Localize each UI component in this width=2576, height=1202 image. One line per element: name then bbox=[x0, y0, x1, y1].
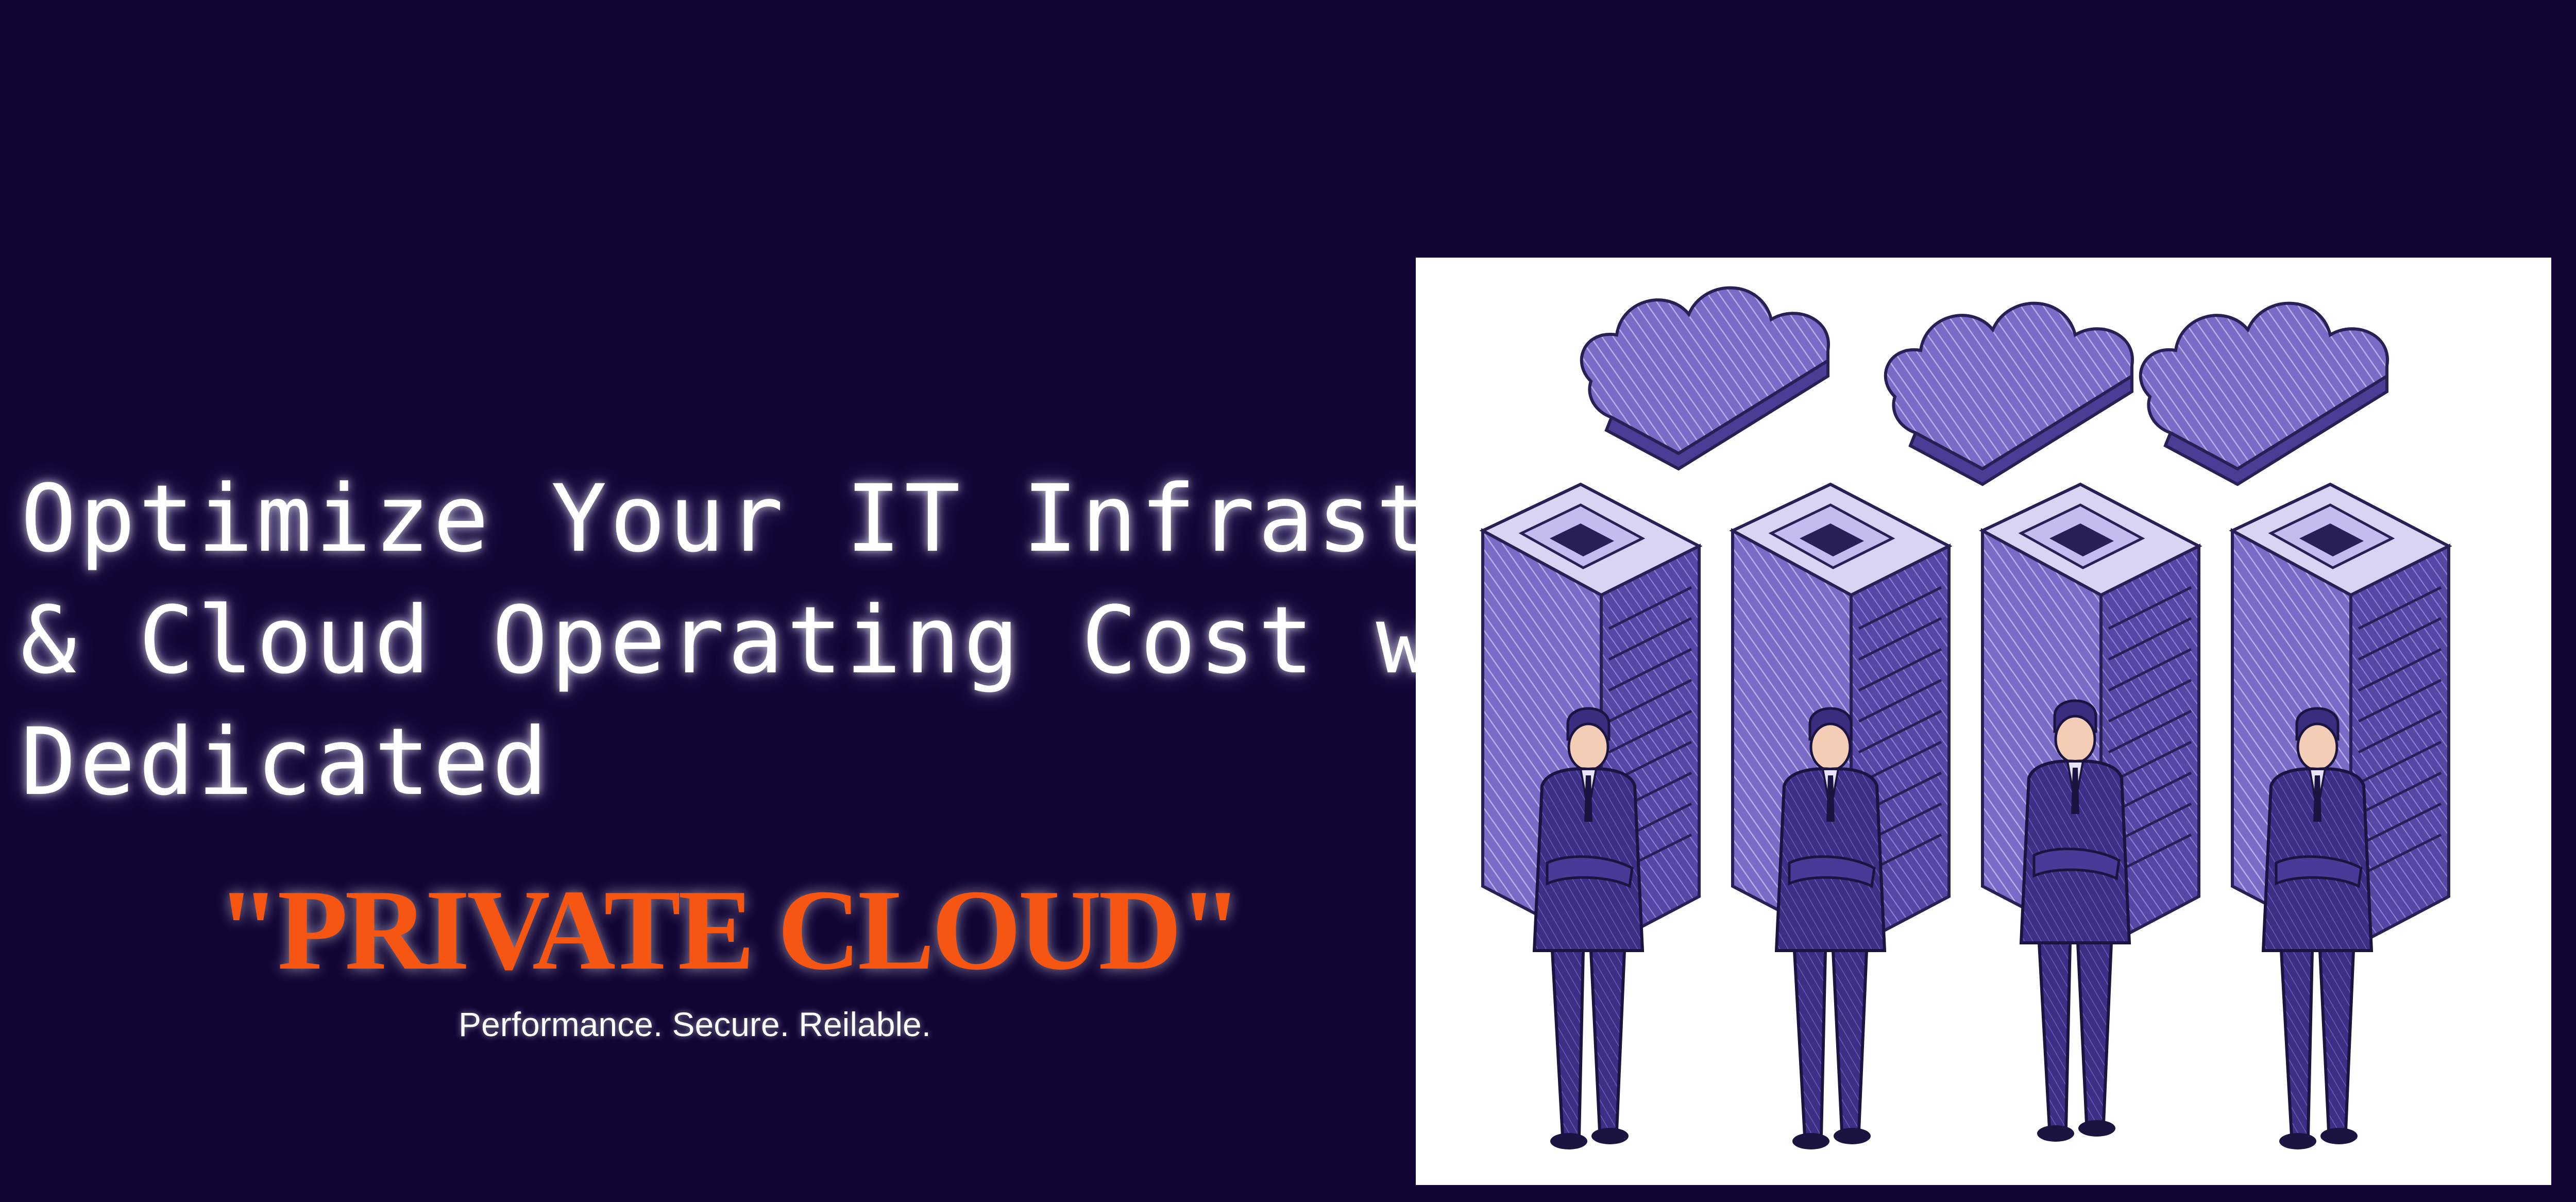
businessman-icon bbox=[1534, 708, 1642, 1149]
headline-line-2: & Cloud Operating Cost with bbox=[21, 587, 1612, 695]
businessman-icon bbox=[2021, 701, 2129, 1142]
headline-line-3: Dedicated bbox=[21, 708, 551, 816]
businessman-icon bbox=[1776, 708, 1885, 1149]
illustration-canvas bbox=[1416, 258, 2551, 1185]
product-name: "PRIVATE CLOUD" bbox=[216, 866, 1243, 994]
cloud-servers-illustration bbox=[1416, 258, 2551, 1185]
cloud-icon bbox=[2141, 303, 2387, 484]
tagline: Performance. Secure. Reilable. bbox=[459, 1005, 931, 1043]
headline-line-1: Optimize Your IT Infrastructure bbox=[21, 465, 1848, 573]
headline: Optimize Your IT Infrastructure & Cloud … bbox=[21, 459, 1848, 823]
cloud-icon bbox=[1582, 288, 1828, 469]
businessman-icon bbox=[2263, 708, 2371, 1149]
cloud-icon bbox=[1886, 303, 2132, 484]
